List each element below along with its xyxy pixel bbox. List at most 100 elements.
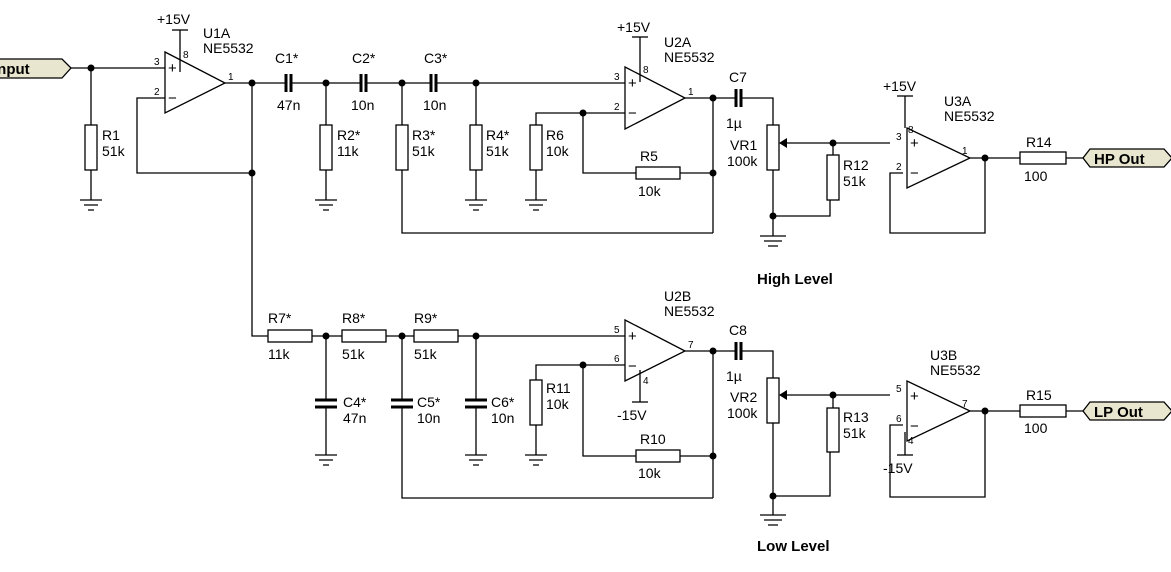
resistor-r12 <box>826 154 840 201</box>
component-value: 11k <box>337 143 360 159</box>
resistor-r6 <box>529 124 543 171</box>
svg-text:+: + <box>628 75 637 92</box>
input-port: Input <box>0 58 72 79</box>
component-value: 47n <box>277 97 300 113</box>
component-ref: R6 <box>546 127 564 143</box>
component-ref: C3* <box>424 50 448 66</box>
wires <box>71 29 1083 515</box>
component-ref: R11 <box>546 380 571 396</box>
component-ref: C5* <box>417 394 441 410</box>
supply-label: +15V <box>617 19 651 35</box>
ground-symbols <box>80 199 786 526</box>
ground-icon <box>465 454 487 466</box>
resistor-r14 <box>1019 151 1067 165</box>
resistor-r5 <box>635 166 681 180</box>
component-value: 10k <box>638 183 662 199</box>
component-ref: R4* <box>486 127 510 143</box>
component-ref: R7* <box>268 310 292 326</box>
opamp-part: NE5532 <box>203 40 254 56</box>
wiper-arrow-icon <box>779 390 787 400</box>
component-value: 10k <box>546 396 570 412</box>
opamp-ref: U1A <box>203 25 231 41</box>
component-ref: C2* <box>352 50 376 66</box>
supply-label: -15V <box>883 460 913 476</box>
component-value: 100 <box>1024 420 1048 436</box>
component-value: 51k <box>342 346 366 362</box>
opamp-u1a <box>164 50 227 115</box>
capacitor-c2 <box>359 74 368 92</box>
svg-text:1: 1 <box>962 146 968 157</box>
svg-text:4: 4 <box>643 376 649 387</box>
component-value: 51k <box>102 143 126 159</box>
opamp-ref: U2A <box>664 34 692 50</box>
svg-text:7: 7 <box>962 399 968 410</box>
component-ref: R14 <box>1026 134 1052 150</box>
ground-icon <box>760 235 786 247</box>
lp-out-label: LP Out <box>1094 404 1143 421</box>
component-ref: R13 <box>843 409 869 425</box>
opamp-part: NE5532 <box>664 303 715 319</box>
ground-icon <box>465 199 487 211</box>
ground-icon <box>525 199 547 211</box>
capacitors <box>280 74 748 415</box>
resistor-r9 <box>413 329 459 343</box>
hp-out-label: HP Out <box>1094 151 1145 168</box>
junctions <box>87 64 989 500</box>
svg-text:3: 3 <box>896 132 902 143</box>
component-ref: VR2 <box>730 389 757 405</box>
capacitor-c1 <box>284 74 293 92</box>
potentiometer-vr1 <box>766 124 780 171</box>
hp-out-port: HP Out <box>1082 148 1171 168</box>
svg-text:2: 2 <box>896 162 902 173</box>
capacitor-c5 <box>391 398 413 409</box>
svg-text:8: 8 <box>908 125 914 136</box>
opamp-u2b <box>624 318 687 383</box>
component-value: 47n <box>343 410 366 426</box>
component-value: 10k <box>546 143 570 159</box>
svg-text:−: − <box>628 358 637 375</box>
component-ref: C1* <box>275 50 299 66</box>
resistor-r4 <box>469 124 483 171</box>
svg-text:−: − <box>628 105 637 122</box>
svg-text:2: 2 <box>154 87 160 98</box>
svg-text:8: 8 <box>183 50 189 61</box>
ground-icon <box>760 514 786 526</box>
ground-icon <box>315 454 337 466</box>
resistor-r10 <box>635 449 681 463</box>
component-ref: R12 <box>843 157 869 173</box>
component-value: 10n <box>423 97 446 113</box>
component-ref: R10 <box>640 431 666 447</box>
ground-icon <box>315 199 337 211</box>
resistor-r13 <box>826 407 840 453</box>
component-value: 51k <box>414 346 438 362</box>
component-ref: R5 <box>640 148 658 164</box>
component-ref: C4* <box>343 394 367 410</box>
opamp-part: NE5532 <box>930 362 981 378</box>
component-value: 51k <box>843 173 867 189</box>
capacitor-c3 <box>429 74 438 92</box>
svg-text:3: 3 <box>614 72 620 83</box>
svg-text:6: 6 <box>614 354 620 365</box>
svg-text:4: 4 <box>908 436 914 447</box>
component-ref: C7 <box>729 69 747 85</box>
component-ref: R8* <box>342 310 366 326</box>
svg-text:+: + <box>628 328 637 345</box>
component-ref: VR1 <box>730 137 757 153</box>
component-value: 51k <box>486 143 510 159</box>
svg-text:7: 7 <box>688 340 694 351</box>
svg-text:3: 3 <box>154 57 160 68</box>
component-value: 100 <box>1024 168 1048 184</box>
component-value: 100k <box>727 405 758 421</box>
capacitor-c6 <box>465 398 487 409</box>
ground-icon <box>525 454 547 466</box>
component-value: 1µ <box>726 115 742 131</box>
svg-text:+: + <box>910 135 919 152</box>
svg-text:+: + <box>168 60 177 77</box>
svg-text:−: − <box>910 165 919 182</box>
component-value: 51k <box>843 425 867 441</box>
resistor-r15 <box>1019 404 1067 418</box>
svg-text:8: 8 <box>643 65 649 76</box>
opamp-ref: U3A <box>944 93 972 109</box>
opamp-ref: U3B <box>930 347 957 363</box>
